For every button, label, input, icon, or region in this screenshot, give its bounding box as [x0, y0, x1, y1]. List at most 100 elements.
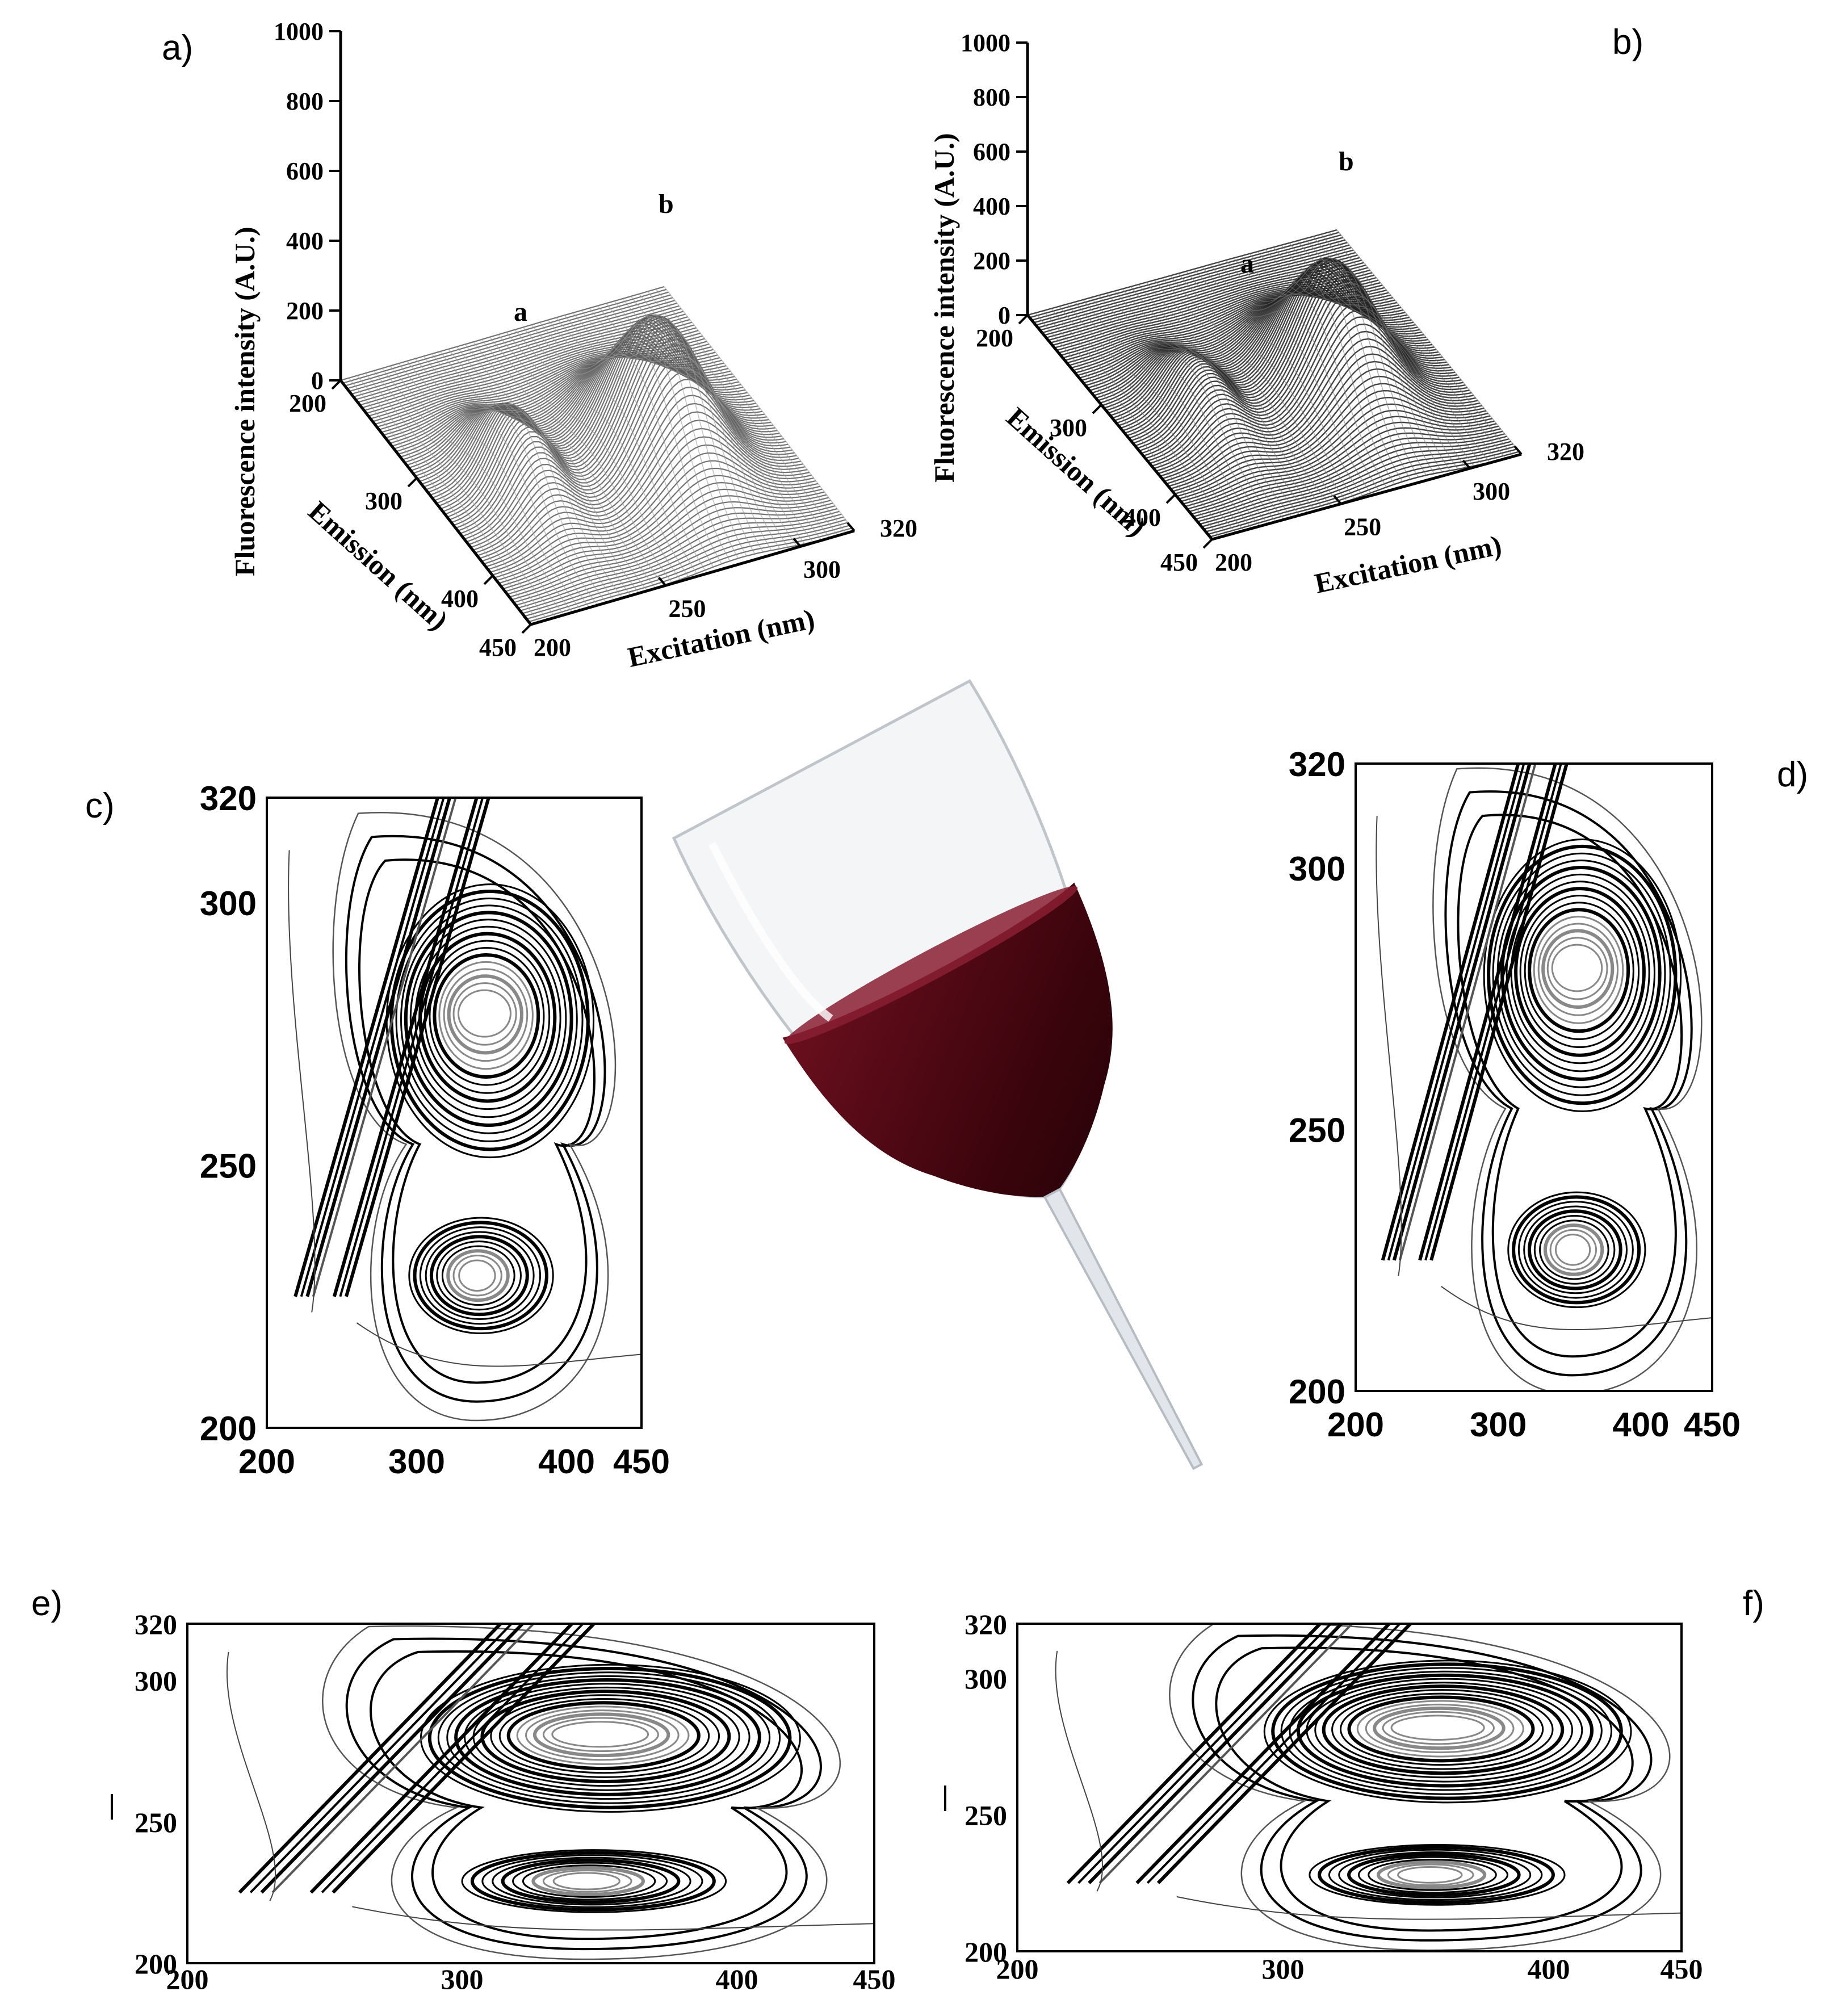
emission-tick-label: 200: [289, 389, 326, 417]
surface-line: [1083, 299, 1268, 524]
emission-axis-a: [339, 379, 532, 626]
emission-tick-mark: [1018, 314, 1029, 325]
surface-line: [381, 368, 573, 613]
surface-line: [490, 444, 814, 573]
contour-line: [1169, 1624, 1671, 1951]
peak-label-b-a: a: [1240, 249, 1254, 279]
surface-line: [500, 481, 825, 587]
surface-line: [473, 341, 664, 586]
surface-line: [1146, 282, 1332, 506]
peak-label-a-a: a: [514, 297, 527, 327]
contour-line: [1514, 887, 1646, 1057]
surface-line: [365, 372, 556, 618]
surface-line: [1174, 383, 1485, 495]
contour-line: [446, 1675, 771, 1800]
surface-line: [349, 378, 540, 623]
surface-line: [1297, 240, 1482, 465]
contour-line: [288, 850, 316, 1313]
surface-line: [1064, 274, 1375, 361]
surface-line: [524, 522, 849, 617]
contour-line: [1328, 1849, 1543, 1901]
surface-line: [1067, 304, 1252, 529]
plot-frame-f: [1016, 1623, 1683, 1952]
contour-line: [1347, 1852, 1521, 1897]
surface-line: [1336, 229, 1522, 455]
contour-line: [1519, 895, 1640, 1049]
excitation-tick-mark: [523, 615, 532, 626]
contour-line: [452, 1255, 502, 1297]
surface-line: [468, 363, 793, 546]
surface-line: [1039, 244, 1350, 331]
contour-line: [1263, 1659, 1632, 1804]
scatter-band-line: [1098, 1624, 1354, 1884]
surface-line: [526, 525, 850, 620]
surface-line: [1160, 330, 1470, 477]
x-tick-label: 200: [1327, 1406, 1384, 1444]
emission-tick-mark: [407, 477, 418, 488]
contour-line: [1507, 1191, 1646, 1309]
x-tick-label: 400: [716, 1963, 758, 1995]
contour-line: [1524, 902, 1634, 1040]
contour-line: [1549, 1229, 1597, 1271]
surface-line: [1110, 266, 1420, 417]
surface-line: [389, 349, 714, 444]
surface-line: [370, 324, 695, 420]
surface-line: [1207, 448, 1518, 535]
scatter-band-line: [300, 798, 445, 1297]
surface-line: [1035, 239, 1345, 326]
surface-line: [355, 305, 680, 400]
contour-line: [1537, 923, 1619, 1016]
surface-line: [351, 300, 676, 395]
y-tick-label: 300: [200, 885, 257, 923]
x-tick-label: 450: [1661, 1953, 1703, 1985]
scatter-band-line: [1387, 764, 1525, 1261]
surface-line: [1328, 232, 1514, 457]
contour-line: [413, 1221, 548, 1331]
contour-line: [458, 1259, 496, 1292]
panel-label-e: e): [31, 1584, 62, 1623]
contour-line: [419, 1226, 542, 1325]
emission-tick-mark: [1202, 538, 1213, 549]
contour-line: [438, 961, 534, 1070]
surface-line: [406, 361, 598, 605]
contour-line: [1517, 1201, 1634, 1299]
z-tick-label: 400: [286, 227, 324, 255]
contour-line: [522, 1864, 656, 1898]
contour-line: [1533, 916, 1624, 1024]
emission-axis-label-a: Emission (nm): [303, 495, 455, 636]
surface-line: [481, 411, 806, 562]
contour-line: [429, 947, 545, 1086]
surface-line: [483, 420, 808, 565]
surface-line: [1176, 389, 1487, 497]
surface-line: [1225, 259, 1411, 480]
contour-line: [481, 1854, 703, 1908]
y-tick-label: 200: [135, 1948, 177, 1980]
contour-line: [1444, 790, 1693, 1377]
contour-line: [356, 1322, 641, 1367]
surface-line: [414, 358, 606, 602]
contour-line: [1331, 1689, 1554, 1770]
excitation-tick-mark: [1204, 530, 1213, 540]
surface-line: [655, 288, 846, 534]
contour-line: [395, 897, 584, 1142]
surface-line: [597, 305, 789, 548]
excitation-tick-label: 300: [803, 556, 841, 584]
contour-line: [452, 982, 517, 1046]
scatter-band-line: [1088, 1624, 1344, 1884]
excitation-tick-mark: [1513, 445, 1523, 455]
z-tick-label: 800: [286, 87, 324, 115]
contour-line: [345, 1637, 822, 1951]
contour-line: [427, 1666, 792, 1809]
y-tick-label: 250: [135, 1807, 177, 1838]
contour-line: [454, 1678, 761, 1796]
contour-line: [443, 968, 529, 1062]
surface-line: [498, 334, 689, 577]
surface-line: [373, 370, 565, 615]
contour-line: [498, 1698, 710, 1774]
scatter-band-line: [332, 1624, 597, 1894]
contour-line: [1533, 1214, 1616, 1285]
surface-line: [1130, 286, 1316, 511]
contour-line: [1390, 1715, 1485, 1741]
emission-tick-mark: [331, 379, 342, 390]
